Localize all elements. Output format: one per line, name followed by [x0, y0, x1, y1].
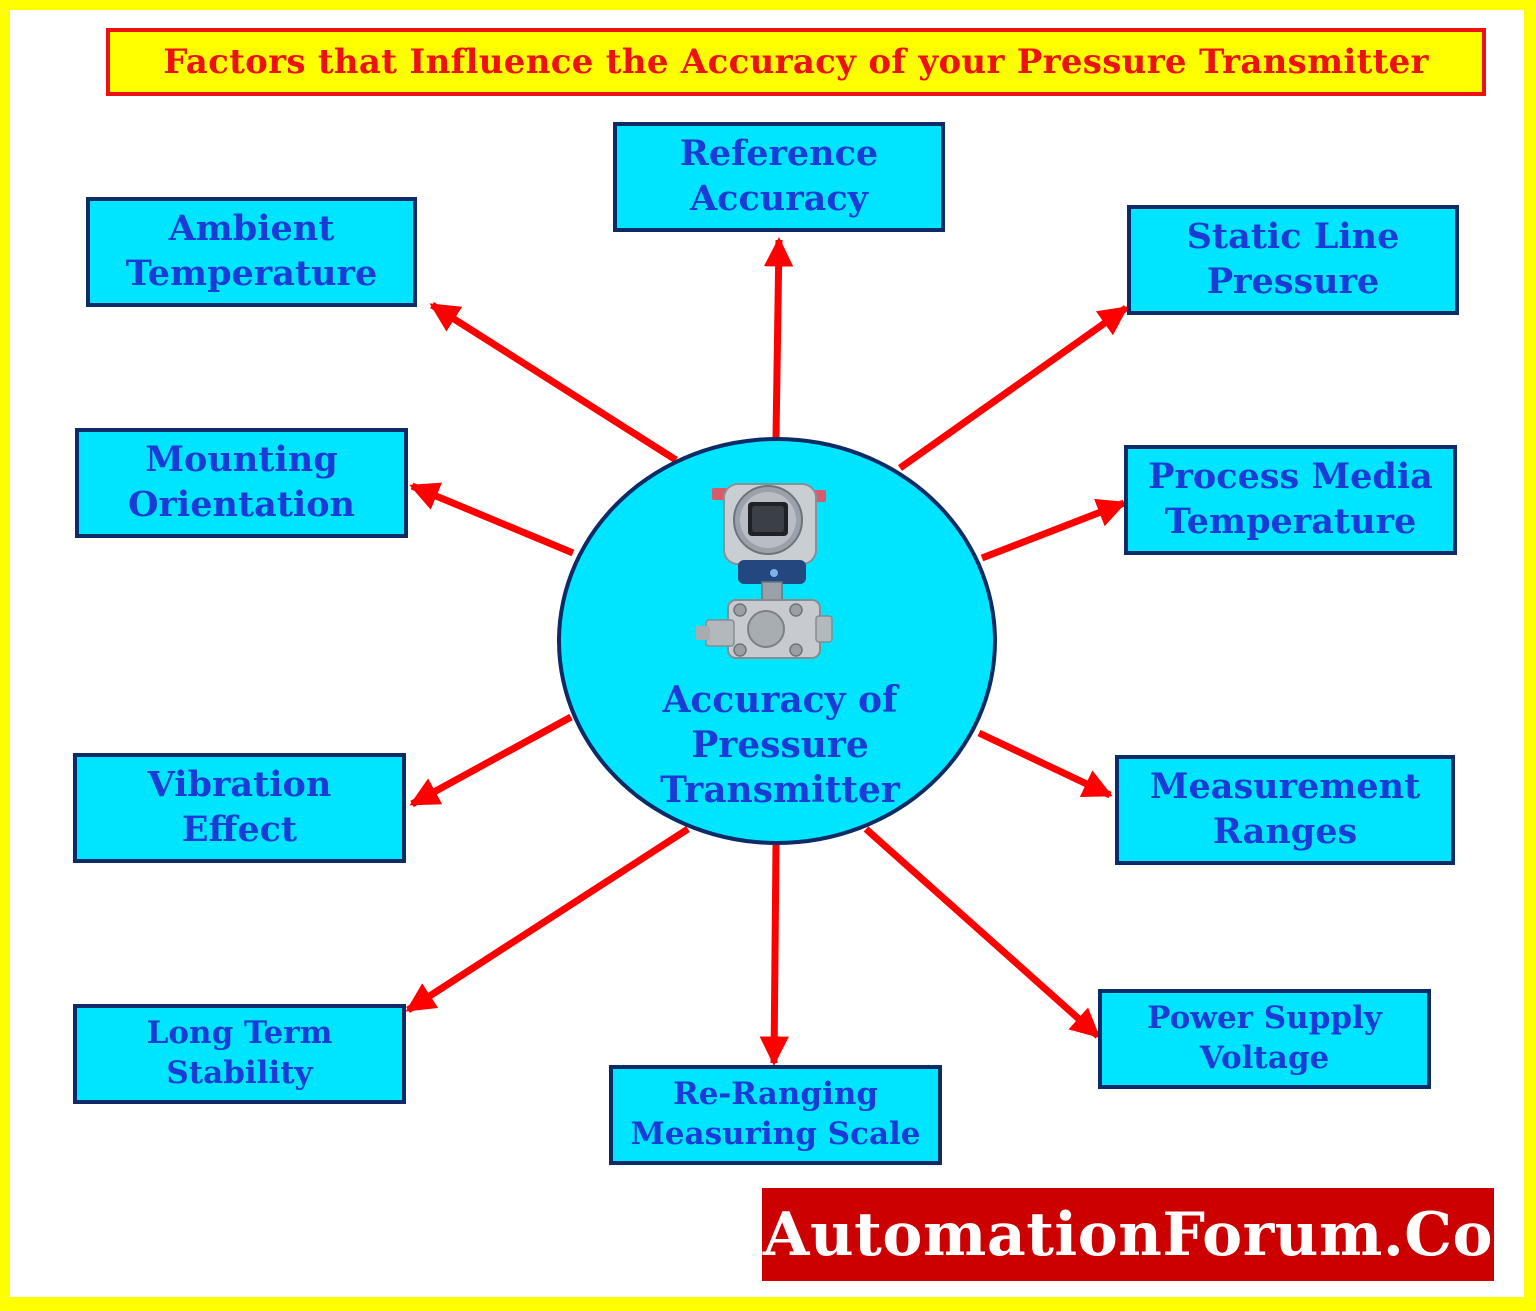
arrow-to-process-media-temperature — [980, 498, 1127, 562]
factor-label: Process Media — [1148, 456, 1433, 498]
factor-label: Temperature — [1164, 501, 1417, 542]
factor-label: Measuring Scale — [630, 1116, 921, 1152]
arrow-to-static-line-pressure — [897, 305, 1129, 471]
factor-label: Re-Ranging — [672, 1076, 879, 1113]
center-label-line3: Transmitter — [660, 769, 900, 811]
factor-label: Effect — [181, 809, 298, 850]
factor-label: Measurement — [1149, 766, 1421, 808]
factor-label: Temperature — [125, 253, 378, 294]
center-label: Accuracy of Pressure Transmitter — [600, 678, 960, 813]
arrow-to-power-supply-voltage — [863, 826, 1101, 1039]
factor-label: Ambient — [168, 208, 335, 250]
factor-label: Long Term — [146, 1015, 333, 1052]
factor-label: Orientation — [127, 484, 356, 525]
factor-label: Vibration — [147, 764, 332, 806]
arrow-to-reference-accuracy — [763, 237, 794, 438]
factor-label: Mounting — [145, 439, 338, 481]
arrow-to-measurement-ranges — [977, 729, 1113, 799]
center-label-line2: Pressure — [691, 724, 869, 766]
automationforum-logo: AutomationForum.Co — [762, 1188, 1494, 1281]
factor-label: Stability — [166, 1055, 313, 1091]
arrow-to-vibration-effect — [409, 713, 573, 808]
arrow-to-re-ranging-measuring-scale — [759, 844, 789, 1066]
center-label-line1: Accuracy of — [662, 679, 898, 721]
diagram-title: Factors that Influence the Accuracy of y… — [106, 28, 1486, 96]
factor-label: Reference — [679, 133, 879, 175]
arrow-to-ambient-temperature — [429, 302, 678, 463]
factor-label: Power Supply — [1147, 1000, 1382, 1037]
logo-text: AutomationForum.Co — [762, 1199, 1494, 1270]
factor-label: Static Line — [1186, 216, 1400, 258]
arrow-to-mounting-orientation — [409, 482, 575, 557]
factor-label: Accuracy — [689, 178, 868, 219]
pressure-transmitter-icon — [696, 483, 833, 659]
factor-label: Ranges — [1212, 811, 1358, 852]
arrow-to-long-term-stability — [405, 826, 690, 1013]
factor-label: Pressure — [1206, 261, 1380, 302]
factor-label: Voltage — [1199, 1040, 1330, 1076]
